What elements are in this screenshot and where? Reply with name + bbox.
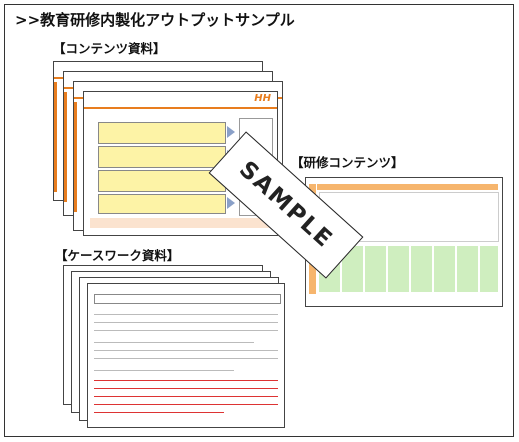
case-header-row xyxy=(94,294,281,304)
section-label-casework: 【ケースワーク資料】 xyxy=(55,248,180,263)
sample-frame: >>教育研修内製化アウトプットサンプル 【コンテンツ資料】 【研修コンテンツ】 … xyxy=(4,4,514,437)
case-page-front xyxy=(87,283,285,428)
slide-text-block xyxy=(98,170,226,192)
slide-footer-bar xyxy=(90,218,270,228)
slide-text-block xyxy=(98,146,226,168)
arrow-right-icon xyxy=(227,126,235,138)
slide-text-block xyxy=(98,122,226,144)
grid-column-header xyxy=(317,184,499,190)
page-title: >>教育研修内製化アウトプットサンプル xyxy=(15,11,295,29)
section-label-contents: 【コンテンツ資料】 xyxy=(53,41,166,56)
section-label-training: 【研修コンテンツ】 xyxy=(291,155,404,170)
arrow-right-icon xyxy=(227,197,235,209)
slide-logo-icon: HH xyxy=(254,93,271,104)
slide-text-block xyxy=(98,194,226,214)
